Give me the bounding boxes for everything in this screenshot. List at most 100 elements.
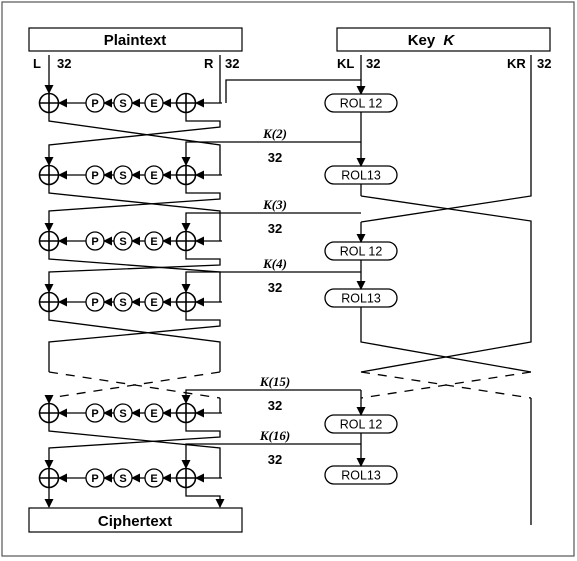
function-s-node: S	[113, 403, 133, 423]
function-circle	[113, 403, 133, 423]
plaintext-label: Plaintext	[104, 32, 167, 49]
plaintext-box: Plaintext	[28, 27, 243, 52]
key-symbol: K	[443, 32, 455, 49]
function-label: E	[150, 408, 157, 420]
function-e-node: E	[144, 93, 164, 113]
svg-text:Key K: Key K	[408, 32, 456, 49]
xor-icon	[175, 92, 197, 114]
ciphertext-label: Ciphertext	[98, 513, 172, 530]
function-label: S	[119, 236, 126, 248]
rotation-label: ROL13	[341, 169, 381, 183]
swap-right-to-left	[44, 423, 221, 469]
subkey-tap-2: K(2)32	[181, 126, 361, 166]
function-circle	[113, 231, 133, 251]
function-circle	[144, 231, 164, 251]
xor-icon	[175, 291, 197, 313]
function-p-node: P	[85, 403, 105, 423]
swap-right-to-left	[44, 251, 221, 293]
function-label: P	[91, 98, 98, 110]
rotation-label: ROL13	[341, 469, 381, 483]
function-label: E	[150, 297, 157, 309]
key-swap-2a	[360, 318, 532, 373]
function-e-node: E	[144, 292, 164, 312]
subkey-label: K(16)	[259, 428, 290, 443]
subkey-bits: 32	[268, 398, 282, 413]
function-s-node: S	[113, 93, 133, 113]
function-circle	[113, 292, 133, 312]
function-e-node: E	[144, 403, 164, 423]
function-circle	[113, 93, 133, 113]
subkey-tap-3: K(3)32	[181, 197, 361, 236]
rotation-label: ROL 12	[340, 245, 383, 259]
subkey-wire	[181, 141, 361, 166]
subkey-wire	[181, 212, 361, 232]
function-label: E	[150, 473, 157, 485]
subkey-bits: 32	[268, 150, 282, 165]
function-label: S	[119, 297, 126, 309]
function-label: S	[119, 408, 126, 420]
function-s-node: S	[113, 231, 133, 251]
function-circle	[144, 292, 164, 312]
label-L-bits: 32	[57, 56, 71, 71]
function-label: P	[91, 170, 98, 182]
subkey-tap-5: K(15) 32	[181, 374, 361, 413]
subkey-wire	[181, 443, 361, 469]
xor-icon	[38, 402, 60, 424]
label-R: R	[204, 56, 214, 71]
function-label: P	[91, 408, 98, 420]
gap-right-top	[48, 312, 221, 372]
label-KR-bits: 32	[537, 56, 551, 71]
gap-left-top	[48, 312, 221, 372]
function-circle	[144, 403, 164, 423]
function-label: S	[119, 473, 126, 485]
subkey-label: K(4)	[262, 256, 287, 271]
function-label: P	[91, 297, 98, 309]
ciphertext-box: Ciphertext	[28, 507, 243, 533]
subkey-bits: 32	[268, 452, 282, 467]
function-s-node: S	[113, 292, 133, 312]
subkey-wire	[181, 389, 361, 404]
rotation-box: ROL13	[324, 165, 398, 185]
xor-icon	[175, 467, 197, 489]
swap-left-to-right	[48, 113, 221, 175]
swap-left-to-right	[48, 423, 221, 478]
swap-left-to-right	[48, 185, 221, 241]
key-dash-2	[360, 371, 532, 399]
swap-2	[44, 185, 221, 241]
function-s-node: S	[113, 468, 133, 488]
swap-3	[44, 251, 221, 302]
gap-dash-2	[48, 371, 221, 399]
function-e-node: E	[144, 468, 164, 488]
swap-right-to-left	[44, 113, 221, 166]
subkey-wire	[181, 271, 361, 293]
function-e-node: E	[144, 165, 164, 185]
subkey-label: K(15)	[259, 374, 290, 389]
xor-icon	[38, 467, 60, 489]
label-L: L	[33, 56, 41, 71]
rotation-box: ROL13	[324, 465, 398, 485]
function-label: S	[119, 98, 126, 110]
swap-left-to-right	[48, 251, 221, 302]
xor-icon	[38, 291, 60, 313]
elided-rounds	[44, 312, 221, 413]
function-circle	[144, 165, 164, 185]
key-swap	[360, 72, 532, 525]
subkey-bits: 32	[268, 280, 282, 295]
function-circle	[144, 468, 164, 488]
function-circle	[85, 93, 105, 113]
function-p-node: P	[85, 292, 105, 312]
function-e-node: E	[144, 231, 164, 251]
label-KR: KR	[507, 56, 526, 71]
function-label: P	[91, 473, 98, 485]
function-label: E	[150, 170, 157, 182]
